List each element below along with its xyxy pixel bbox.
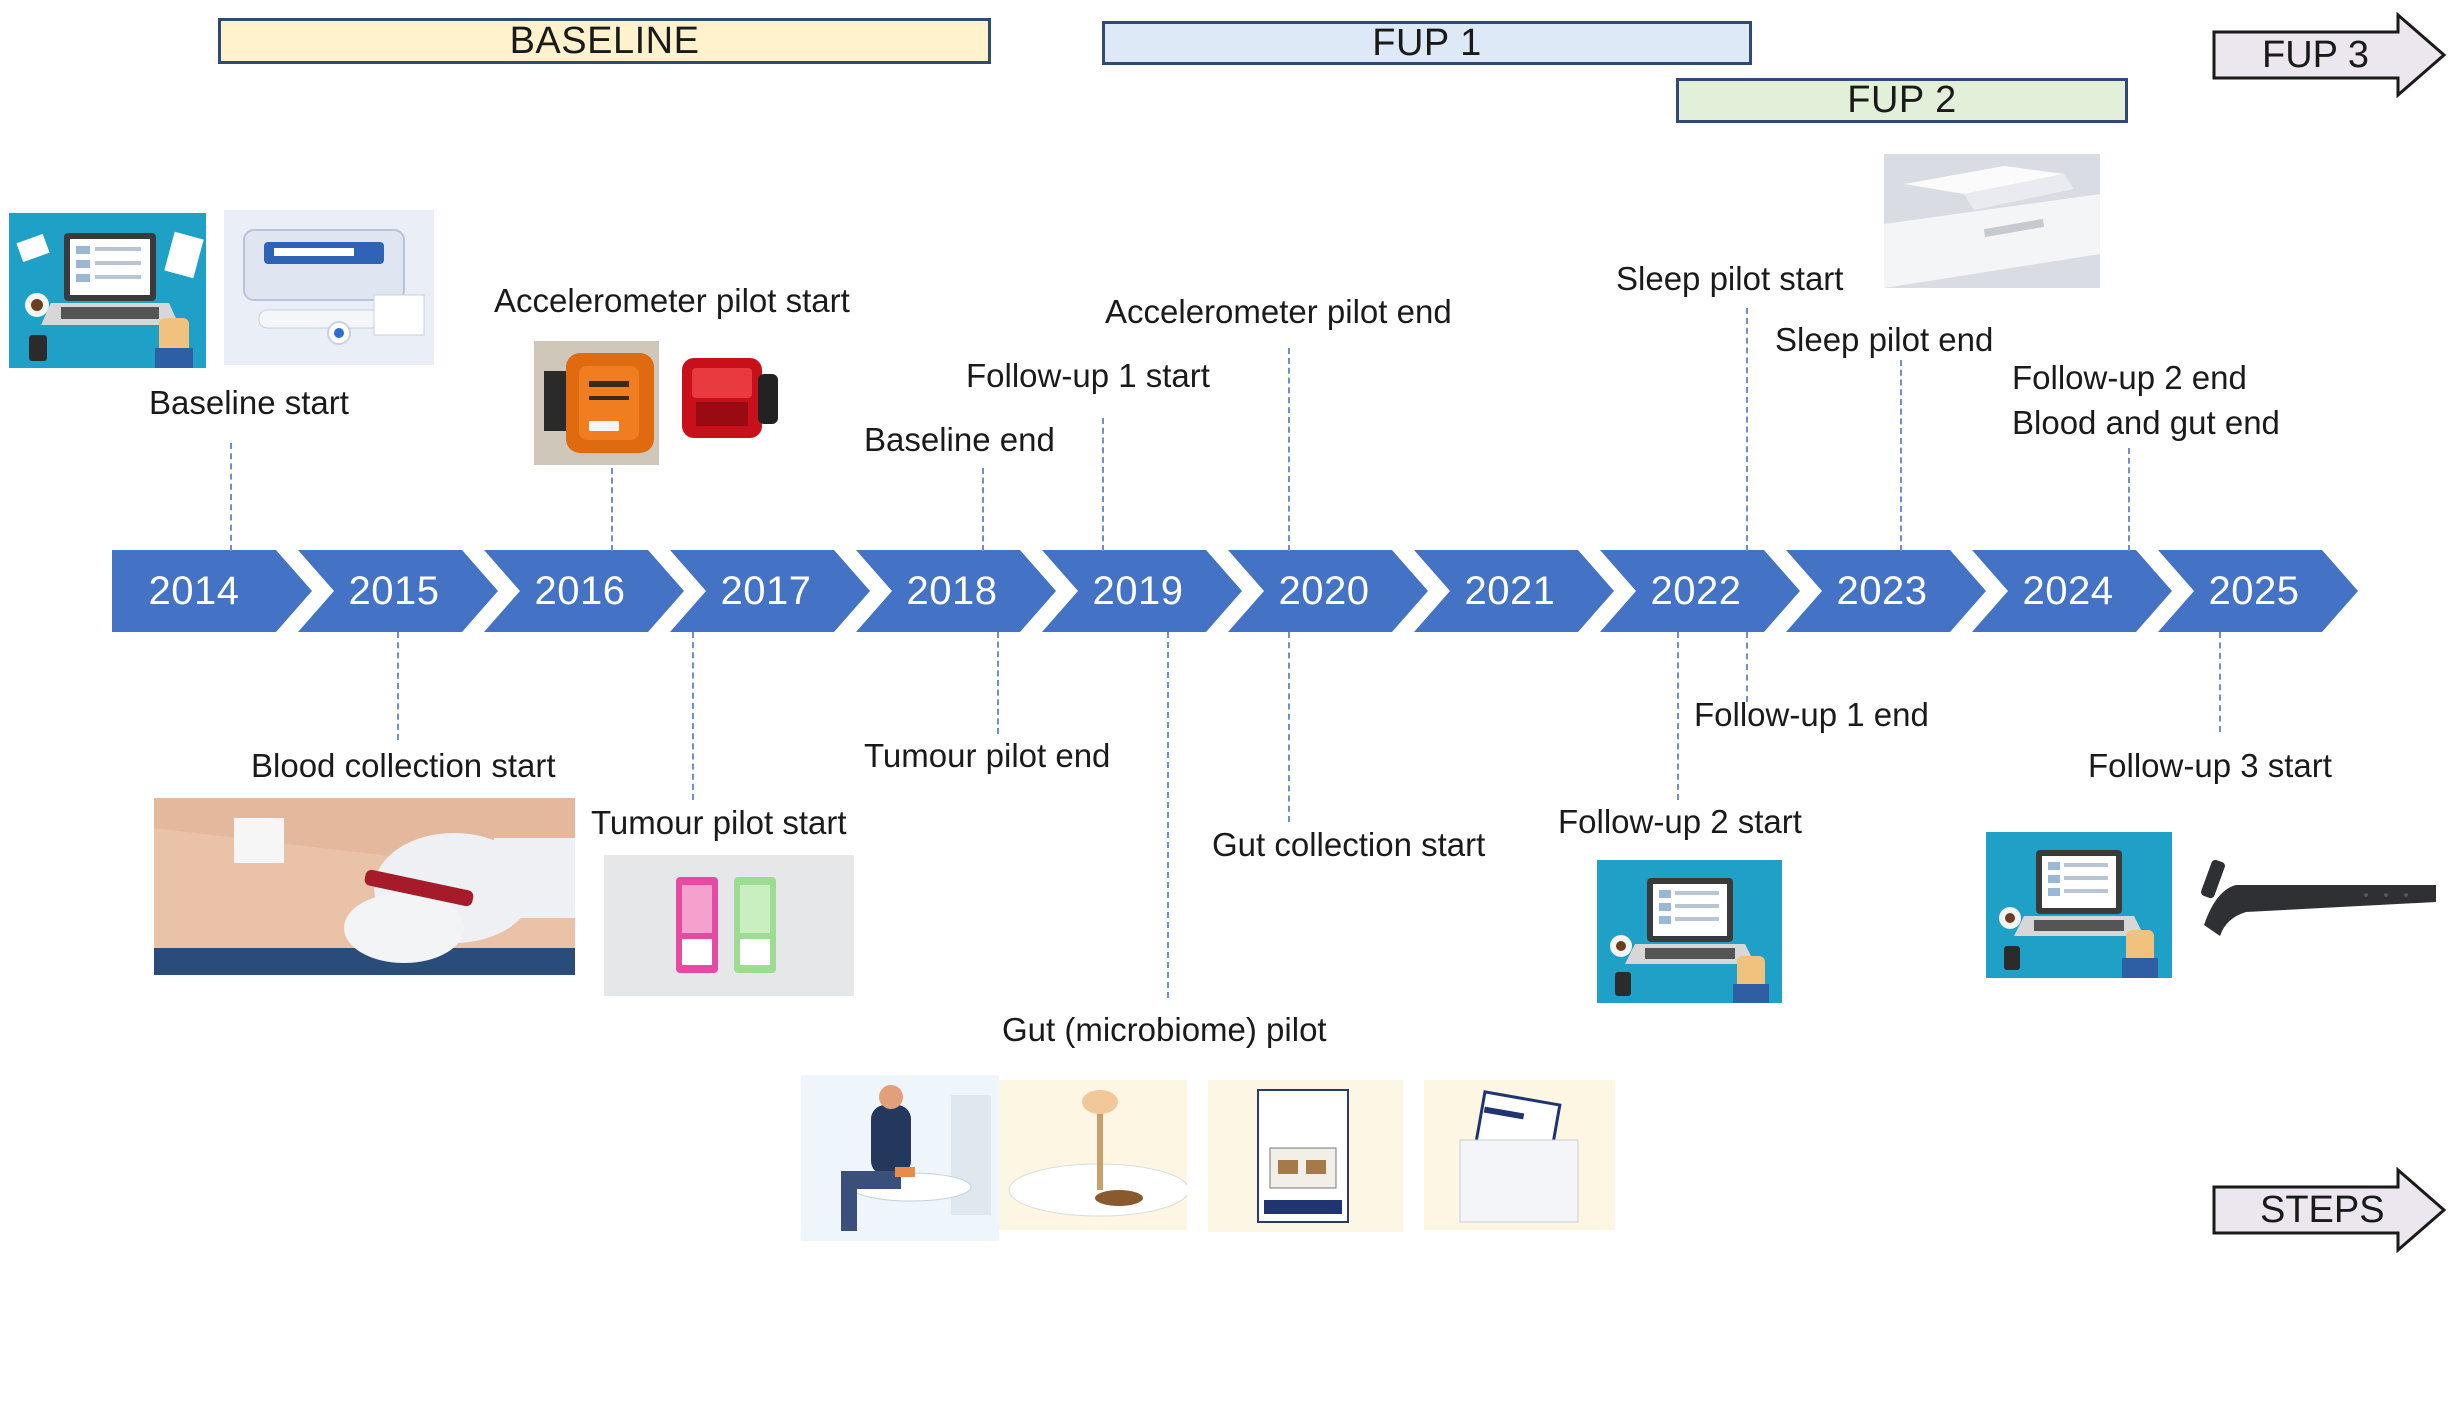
fup3-label: FUP 3	[2262, 33, 2370, 76]
label-follow-up-2-end: Follow-up 2 end	[2012, 359, 2247, 396]
year-chevron-2022: 2022	[1600, 550, 1800, 632]
line-baseline-end	[982, 468, 984, 551]
line-gut-pilot	[1167, 632, 1169, 998]
label-gut-collection-start: Gut collection start	[1212, 826, 1486, 863]
line-gut-collection	[1288, 632, 1290, 822]
label-follow-up-1-end: Follow-up 1 end	[1694, 696, 1929, 733]
year-chevron-shape	[1042, 550, 1242, 632]
baseline-phase-bar: BASELINE	[218, 18, 991, 64]
year-chevron-shape	[856, 550, 1056, 632]
label-gut-microbiome-pilot: Gut (microbiome) pilot	[1002, 1011, 1327, 1048]
line-followup1-start	[1102, 418, 1104, 551]
year-label: 2018	[906, 568, 998, 613]
gut-sample-collection-image	[999, 1080, 1187, 1230]
year-chevron-shape	[484, 550, 684, 632]
year-chevron-shape	[670, 550, 870, 632]
year-label: 2016	[534, 568, 626, 613]
line-sleep-start	[1746, 308, 1748, 551]
year-chevron-shape	[112, 550, 312, 632]
label-sleep-pilot-end: Sleep pilot end	[1775, 321, 1994, 358]
gut-toilet-image	[801, 1075, 999, 1241]
line-followup2-end	[2128, 448, 2130, 551]
fup3-arrow: FUP 3	[2212, 11, 2448, 99]
line-tumour-end	[997, 632, 999, 734]
year-label: 2025	[2208, 568, 2300, 613]
line-followup3-start	[2219, 632, 2221, 732]
year-chevron-shape	[1228, 550, 1428, 632]
line-accelerometer-start	[611, 468, 613, 551]
year-chevron-2015: 2015	[298, 550, 498, 632]
line-followup2-start	[1677, 632, 1679, 800]
label-tumour-pilot-end: Tumour pilot end	[864, 737, 1111, 774]
year-chevron-shape	[1786, 550, 1986, 632]
label-accelerometer-pilot-end: Accelerometer pilot end	[1105, 293, 1452, 330]
line-sleep-end	[1900, 360, 1902, 551]
line-blood-start	[397, 632, 399, 740]
label-baseline-start: Baseline start	[149, 384, 349, 421]
year-chevron-2023: 2023	[1786, 550, 1986, 632]
year-chevron-2020: 2020	[1228, 550, 1428, 632]
label-sleep-pilot-start: Sleep pilot start	[1616, 260, 1844, 297]
blood-draw-image	[154, 798, 575, 975]
label-follow-up-1-start: Follow-up 1 start	[966, 357, 1210, 394]
label-tumour-pilot-start: Tumour pilot start	[591, 804, 847, 841]
year-chevron-shape	[2158, 550, 2358, 632]
line-accelerometer-end	[1288, 348, 1290, 551]
year-label: 2019	[1092, 568, 1184, 613]
fup1-phase-bar: FUP 1	[1102, 21, 1752, 65]
year-label: 2021	[1464, 568, 1556, 613]
year-chevron-2018: 2018	[856, 550, 1056, 632]
fup2-phase-bar: FUP 2	[1676, 78, 2128, 123]
year-label: 2023	[1836, 568, 1928, 613]
year-chevron-shape	[1600, 550, 1800, 632]
line-baseline-start	[230, 443, 232, 551]
year-label: 2017	[720, 568, 812, 613]
year-chevron-2014: 2014	[112, 550, 312, 632]
year-label: 2014	[148, 568, 240, 613]
year-chevron-2016: 2016	[484, 550, 684, 632]
followup3-questionnaire-image	[1986, 832, 2172, 978]
saliva-kit-image	[224, 210, 434, 365]
year-label: 2024	[2022, 568, 2114, 613]
label-baseline-end: Baseline end	[864, 421, 1055, 458]
year-label: 2015	[348, 568, 440, 613]
label-blood-and-gut-end: Blood and gut end	[2012, 404, 2280, 441]
line-tumour-start	[692, 632, 694, 800]
year-chevron-2017: 2017	[670, 550, 870, 632]
year-label: 2022	[1650, 568, 1742, 613]
line-followup1-end	[1746, 632, 1748, 702]
accelerometer-device-image	[534, 341, 659, 465]
steps-label: STEPS	[2260, 1188, 2385, 1231]
label-follow-up-3-start: Follow-up 3 start	[2088, 747, 2332, 784]
year-chevron-shape	[1972, 550, 2172, 632]
gut-mailing-image	[1424, 1080, 1615, 1230]
year-chevron-2021: 2021	[1414, 550, 1614, 632]
questionnaire-laptop-image	[9, 213, 206, 368]
label-accelerometer-pilot-start: Accelerometer pilot start	[494, 282, 850, 319]
red-accelerometer-image	[676, 340, 783, 453]
wristband-image	[2196, 840, 2442, 944]
followup2-questionnaire-image	[1597, 860, 1782, 1003]
year-chevron-2019: 2019	[1042, 550, 1242, 632]
year-chevron-shape	[298, 550, 498, 632]
year-label: 2020	[1278, 568, 1370, 613]
year-chevron-shape	[1414, 550, 1614, 632]
year-chevron-2024: 2024	[1972, 550, 2172, 632]
steps-arrow: STEPS	[2212, 1166, 2448, 1254]
label-follow-up-2-start: Follow-up 2 start	[1558, 803, 1802, 840]
label-blood-collection-start: Blood collection start	[251, 747, 556, 784]
year-chevron-2025: 2025	[2158, 550, 2358, 632]
steps-arrow-shape	[2212, 1166, 2447, 1254]
gut-card-image	[1208, 1080, 1403, 1232]
fup3-arrow-shape	[2212, 11, 2447, 99]
tumour-cassette-image	[604, 855, 854, 996]
bed-image	[1884, 154, 2100, 288]
